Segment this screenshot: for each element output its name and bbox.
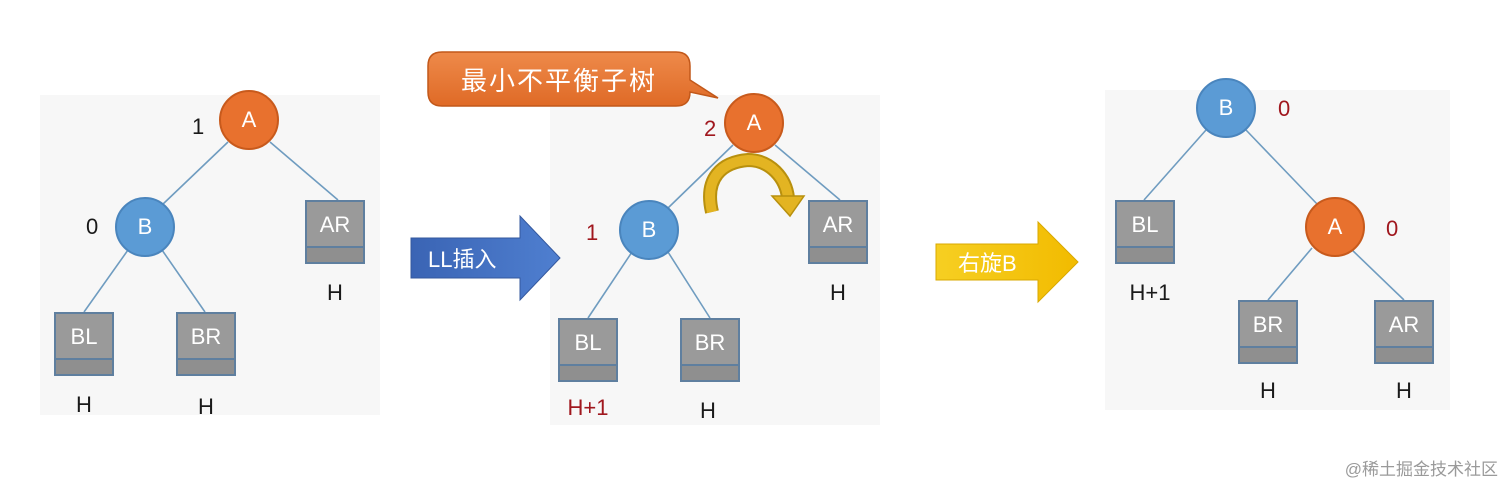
node-label: B [137,214,153,239]
subtree-ar: AR [1374,300,1434,364]
bf-right: 0 [1386,216,1399,241]
subtree-label: AR [319,212,351,237]
subtree-label: BL [70,324,98,349]
callout-bubble [427,51,719,107]
subtree-bar [1240,346,1296,362]
height-ar: H [327,280,343,305]
bf-left: 0 [86,214,99,239]
rotate-arrow-label: 右旋B [958,251,1017,276]
subtree-label: BL [574,330,602,355]
height-ar: H [830,280,846,305]
subtree-bar [178,358,234,374]
subtree-bar [682,364,738,380]
subtree-bar [56,358,112,374]
subtree-bar [560,364,616,380]
subtree-br: BR [1238,300,1298,364]
node-b: B [115,197,175,257]
right-arrow-icon [410,214,561,302]
edge-b-br [161,249,206,313]
subtree-label: BR [190,324,222,349]
watermark: @稀土掘金技术社区 [1344,460,1498,479]
height-bl: H+1 [567,395,609,420]
subtree-bar [307,246,363,262]
edge-b-br [667,251,711,319]
height-br: H [198,394,214,419]
edge-a-ar [269,141,339,201]
height-bl: H+1 [1129,280,1171,305]
subtree-label: BR [1252,312,1284,337]
node-b: B [1196,78,1256,138]
subtree-bar [810,246,866,262]
height-br: H [700,398,716,423]
insert-arrow-label: LL插入 [428,247,497,272]
height-bl: H [76,392,92,417]
node-label: A [1327,214,1343,239]
edge-b-a [1245,129,1319,206]
node-label: A [746,110,762,135]
subtree-ar: AR [808,200,868,264]
edge-a-ar [774,144,841,201]
edge-b-bl [1143,129,1207,201]
height-ar: H [1396,378,1412,403]
bf-root: 1 [192,114,205,139]
edge-a-b [667,144,734,209]
subtree-label: AR [822,212,854,237]
node-label: B [1218,95,1234,120]
edge-a-br [1267,247,1313,301]
callout-label: 最小不平衡子树 [460,65,657,96]
edge-b-bl [587,251,633,319]
subtree-label: AR [1388,312,1420,337]
bf-root: 0 [1278,96,1291,121]
node-a: A [219,90,279,150]
subtree-br: BR [680,318,740,382]
node-b: B [619,200,679,260]
subtree-bl: BL [1115,200,1175,264]
edge-a-b [161,141,229,206]
subtree-label: BL [1131,212,1159,237]
height-br: H [1260,378,1276,403]
subtree-bar [1376,346,1432,362]
subtree-ar: AR [305,200,365,264]
edge-a-ar [1349,247,1405,301]
subtree-bl: BL [54,312,114,376]
node-a: A [724,93,784,153]
node-label: A [241,107,257,132]
right-arrow-icon [935,220,1079,304]
subtree-bar [1117,246,1173,262]
subtree-bl: BL [558,318,618,382]
subtree-label: BR [694,330,726,355]
bf-root: 2 [704,116,717,141]
node-a: A [1305,197,1365,257]
edge-b-bl [83,249,129,313]
bf-left: 1 [586,220,599,245]
subtree-br: BR [176,312,236,376]
curved-arrow-icon [703,152,806,218]
node-label: B [641,217,657,242]
